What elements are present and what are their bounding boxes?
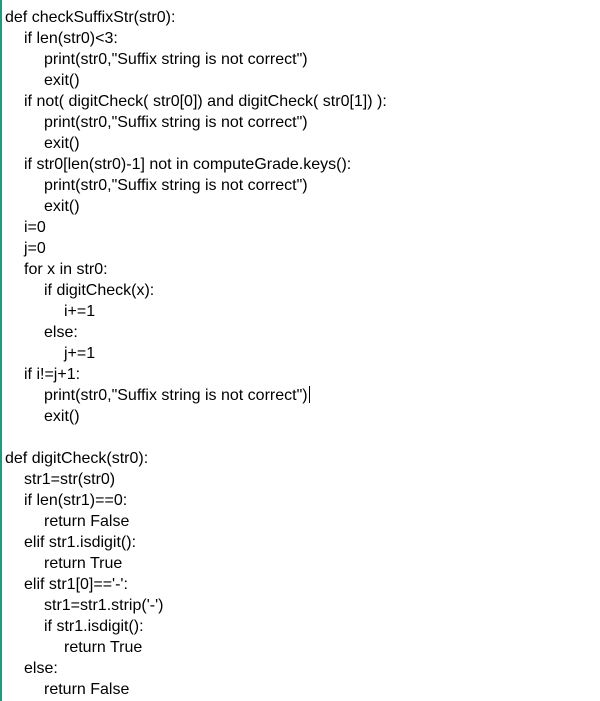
code-line-text: exit(): [44, 408, 80, 425]
code-line-text: print(str0,"Suffix string is not correct…: [44, 114, 308, 131]
code-line-text: exit(): [44, 198, 80, 215]
code-line-text: return True: [44, 555, 123, 572]
code-line[interactable]: if str1.isdigit():: [0, 616, 387, 637]
code-line-text: j+=1: [64, 345, 96, 362]
code-line-text: if i!=j+1:: [24, 366, 81, 383]
code-line-text: def digitCheck(str0):: [5, 450, 149, 467]
code-line[interactable]: j=0: [0, 238, 387, 259]
code-line-text: return True: [64, 639, 143, 656]
code-line[interactable]: def checkSuffixStr(str0):: [0, 7, 387, 28]
editor-left-border: [0, 0, 2, 701]
code-line[interactable]: if len(str1)==0:: [0, 490, 387, 511]
code-line-text: else:: [44, 324, 78, 341]
code-line-text: if str0[len(str0)-1] not in computeGrade…: [24, 156, 352, 173]
code-line-text: print(str0,"Suffix string is not correct…: [44, 51, 308, 68]
code-line[interactable]: else:: [0, 322, 387, 343]
code-line-text: if len(str1)==0:: [24, 492, 128, 509]
code-line[interactable]: if not( digitCheck( str0[0]) and digitCh…: [0, 91, 387, 112]
code-line-text: print(str0,"Suffix string is not correct…: [44, 387, 308, 404]
text-cursor: [308, 386, 310, 403]
code-line[interactable]: i+=1: [0, 301, 387, 322]
code-line[interactable]: elif str1[0]=='-':: [0, 574, 387, 595]
code-line[interactable]: if str0[len(str0)-1] not in computeGrade…: [0, 154, 387, 175]
code-line-text: return False: [44, 681, 130, 698]
code-line-text: exit(): [44, 72, 80, 89]
code-line-text: exit(): [44, 135, 80, 152]
code-line[interactable]: i=0: [0, 217, 387, 238]
code-line-text: elif str1.isdigit():: [24, 534, 137, 551]
code-line[interactable]: print(str0,"Suffix string is not correct…: [0, 49, 387, 70]
code-line-text: print(str0,"Suffix string is not correct…: [44, 177, 308, 194]
code-line[interactable]: else:: [0, 658, 387, 679]
code-line[interactable]: str1=str(str0): [0, 469, 387, 490]
code-line[interactable]: str1=str1.strip('-'): [0, 595, 387, 616]
code-line[interactable]: def digitCheck(str0):: [0, 448, 387, 469]
code-line-text: return False: [44, 513, 130, 530]
code-line[interactable]: print(str0,"Suffix string is not correct…: [0, 112, 387, 133]
code-line[interactable]: return True: [0, 637, 387, 658]
code-line[interactable]: j+=1: [0, 343, 387, 364]
code-line[interactable]: exit(): [0, 406, 387, 427]
code-line-text: if len(str0)<3:: [24, 30, 118, 47]
code-line-text: if digitCheck(x):: [44, 282, 155, 299]
code-line-text: if not( digitCheck( str0[0]) and digitCh…: [24, 93, 387, 110]
code-line[interactable]: [0, 427, 387, 448]
code-line-text: str1=str1.strip('-'): [44, 597, 164, 614]
code-line[interactable]: exit(): [0, 133, 387, 154]
code-line[interactable]: for x in str0:: [0, 259, 387, 280]
code-line[interactable]: print(str0,"Suffix string is not correct…: [0, 385, 387, 406]
code-line-text: elif str1[0]=='-':: [24, 576, 128, 593]
code-line[interactable]: if digitCheck(x):: [0, 280, 387, 301]
code-line[interactable]: elif str1.isdigit():: [0, 532, 387, 553]
code-line-text: i=0: [24, 219, 46, 236]
code-line[interactable]: return False: [0, 511, 387, 532]
code-line-text: if str1.isdigit():: [44, 618, 144, 635]
code-line-text: for x in str0:: [24, 261, 108, 278]
code-line[interactable]: print(str0,"Suffix string is not correct…: [0, 175, 387, 196]
code-line[interactable]: exit(): [0, 70, 387, 91]
code-area[interactable]: def checkSuffixStr(str0): if len(str0)<3:…: [0, 7, 387, 700]
code-line[interactable]: return False: [0, 679, 387, 700]
code-line-text: i+=1: [64, 303, 96, 320]
code-line[interactable]: exit(): [0, 196, 387, 217]
code-line-text: str1=str(str0): [24, 471, 116, 488]
code-line-text: j=0: [24, 240, 46, 257]
code-line[interactable]: if i!=j+1:: [0, 364, 387, 385]
code-line-text: else:: [24, 660, 58, 677]
code-line[interactable]: return True: [0, 553, 387, 574]
code-line[interactable]: if len(str0)<3:: [0, 28, 387, 49]
code-line-text: def checkSuffixStr(str0):: [5, 9, 176, 26]
